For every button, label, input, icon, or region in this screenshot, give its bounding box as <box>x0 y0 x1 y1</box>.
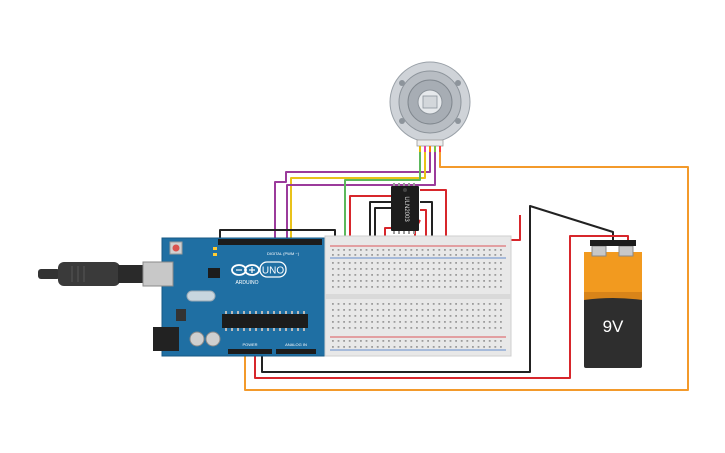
breadboard[interactable] <box>324 235 512 357</box>
breadboard-holes <box>332 249 502 348</box>
usb-cable-end <box>38 269 60 279</box>
arduino-brand-text: ARDUINO <box>235 280 258 286</box>
usb-cable[interactable] <box>38 262 144 286</box>
wire-red-chip-1[interactable] <box>349 195 392 240</box>
arduino-power-label: POWER <box>242 342 257 347</box>
atmega-chip <box>222 314 308 328</box>
driver-chip[interactable]: ULN2003 <box>391 183 419 234</box>
battery-snap <box>590 240 636 246</box>
arduino-board[interactable]: UNO ARDUINO DIGITAL (PWM ~) POWER ANALOG… <box>142 237 334 357</box>
battery-voltage-label: 9V <box>603 317 624 336</box>
wire-black-gnd[interactable] <box>219 229 336 240</box>
reset-button-cap <box>172 244 180 252</box>
battery-terminal-pos <box>618 245 634 257</box>
wire-black-chip-2[interactable] <box>369 201 392 240</box>
wire-black-chip-3[interactable] <box>420 201 433 240</box>
arduino-analog-label: ANALOG IN <box>285 342 307 347</box>
usb-chip <box>208 268 220 278</box>
capacitor-2 <box>205 331 221 347</box>
wire-purple-in3[interactable] <box>286 152 436 240</box>
motor-connector <box>416 139 444 147</box>
usb-plug-neck <box>118 265 144 283</box>
arduino-model-text: UNO <box>262 266 284 277</box>
regulator <box>176 309 186 321</box>
battery-9v[interactable]: 9V <box>584 240 642 368</box>
wires <box>219 152 689 391</box>
arduino-logo-icon <box>231 264 260 276</box>
wire-red-chip-4[interactable] <box>420 209 427 240</box>
wire-black-chip-1[interactable] <box>374 207 392 240</box>
battery-terminal-neg <box>591 245 607 257</box>
battery-top-band <box>584 252 642 292</box>
wire-yellow-in2[interactable] <box>290 152 426 240</box>
digital-header <box>218 239 322 245</box>
power-header <box>228 349 272 354</box>
analog-header <box>276 349 316 354</box>
capacitor-1 <box>189 331 205 347</box>
stepper-motor[interactable] <box>389 61 471 152</box>
wire-green-in4[interactable] <box>344 152 421 240</box>
wire-black-battery[interactable] <box>261 205 614 373</box>
usb-plug-body <box>58 262 120 286</box>
wire-orange-motor-loop[interactable] <box>244 152 689 391</box>
arduino-digital-label: DIGITAL (PWM ~) <box>267 251 300 256</box>
crystal <box>186 290 216 302</box>
wire-red-chip-2[interactable] <box>420 189 447 240</box>
wire-red-battery[interactable] <box>254 235 629 379</box>
usb-port <box>142 261 174 287</box>
wire-purple-in1[interactable] <box>274 152 431 240</box>
power-jack <box>153 327 179 351</box>
driver-chip-label: ULN2003 <box>403 196 409 222</box>
uno-badge <box>259 261 287 278</box>
